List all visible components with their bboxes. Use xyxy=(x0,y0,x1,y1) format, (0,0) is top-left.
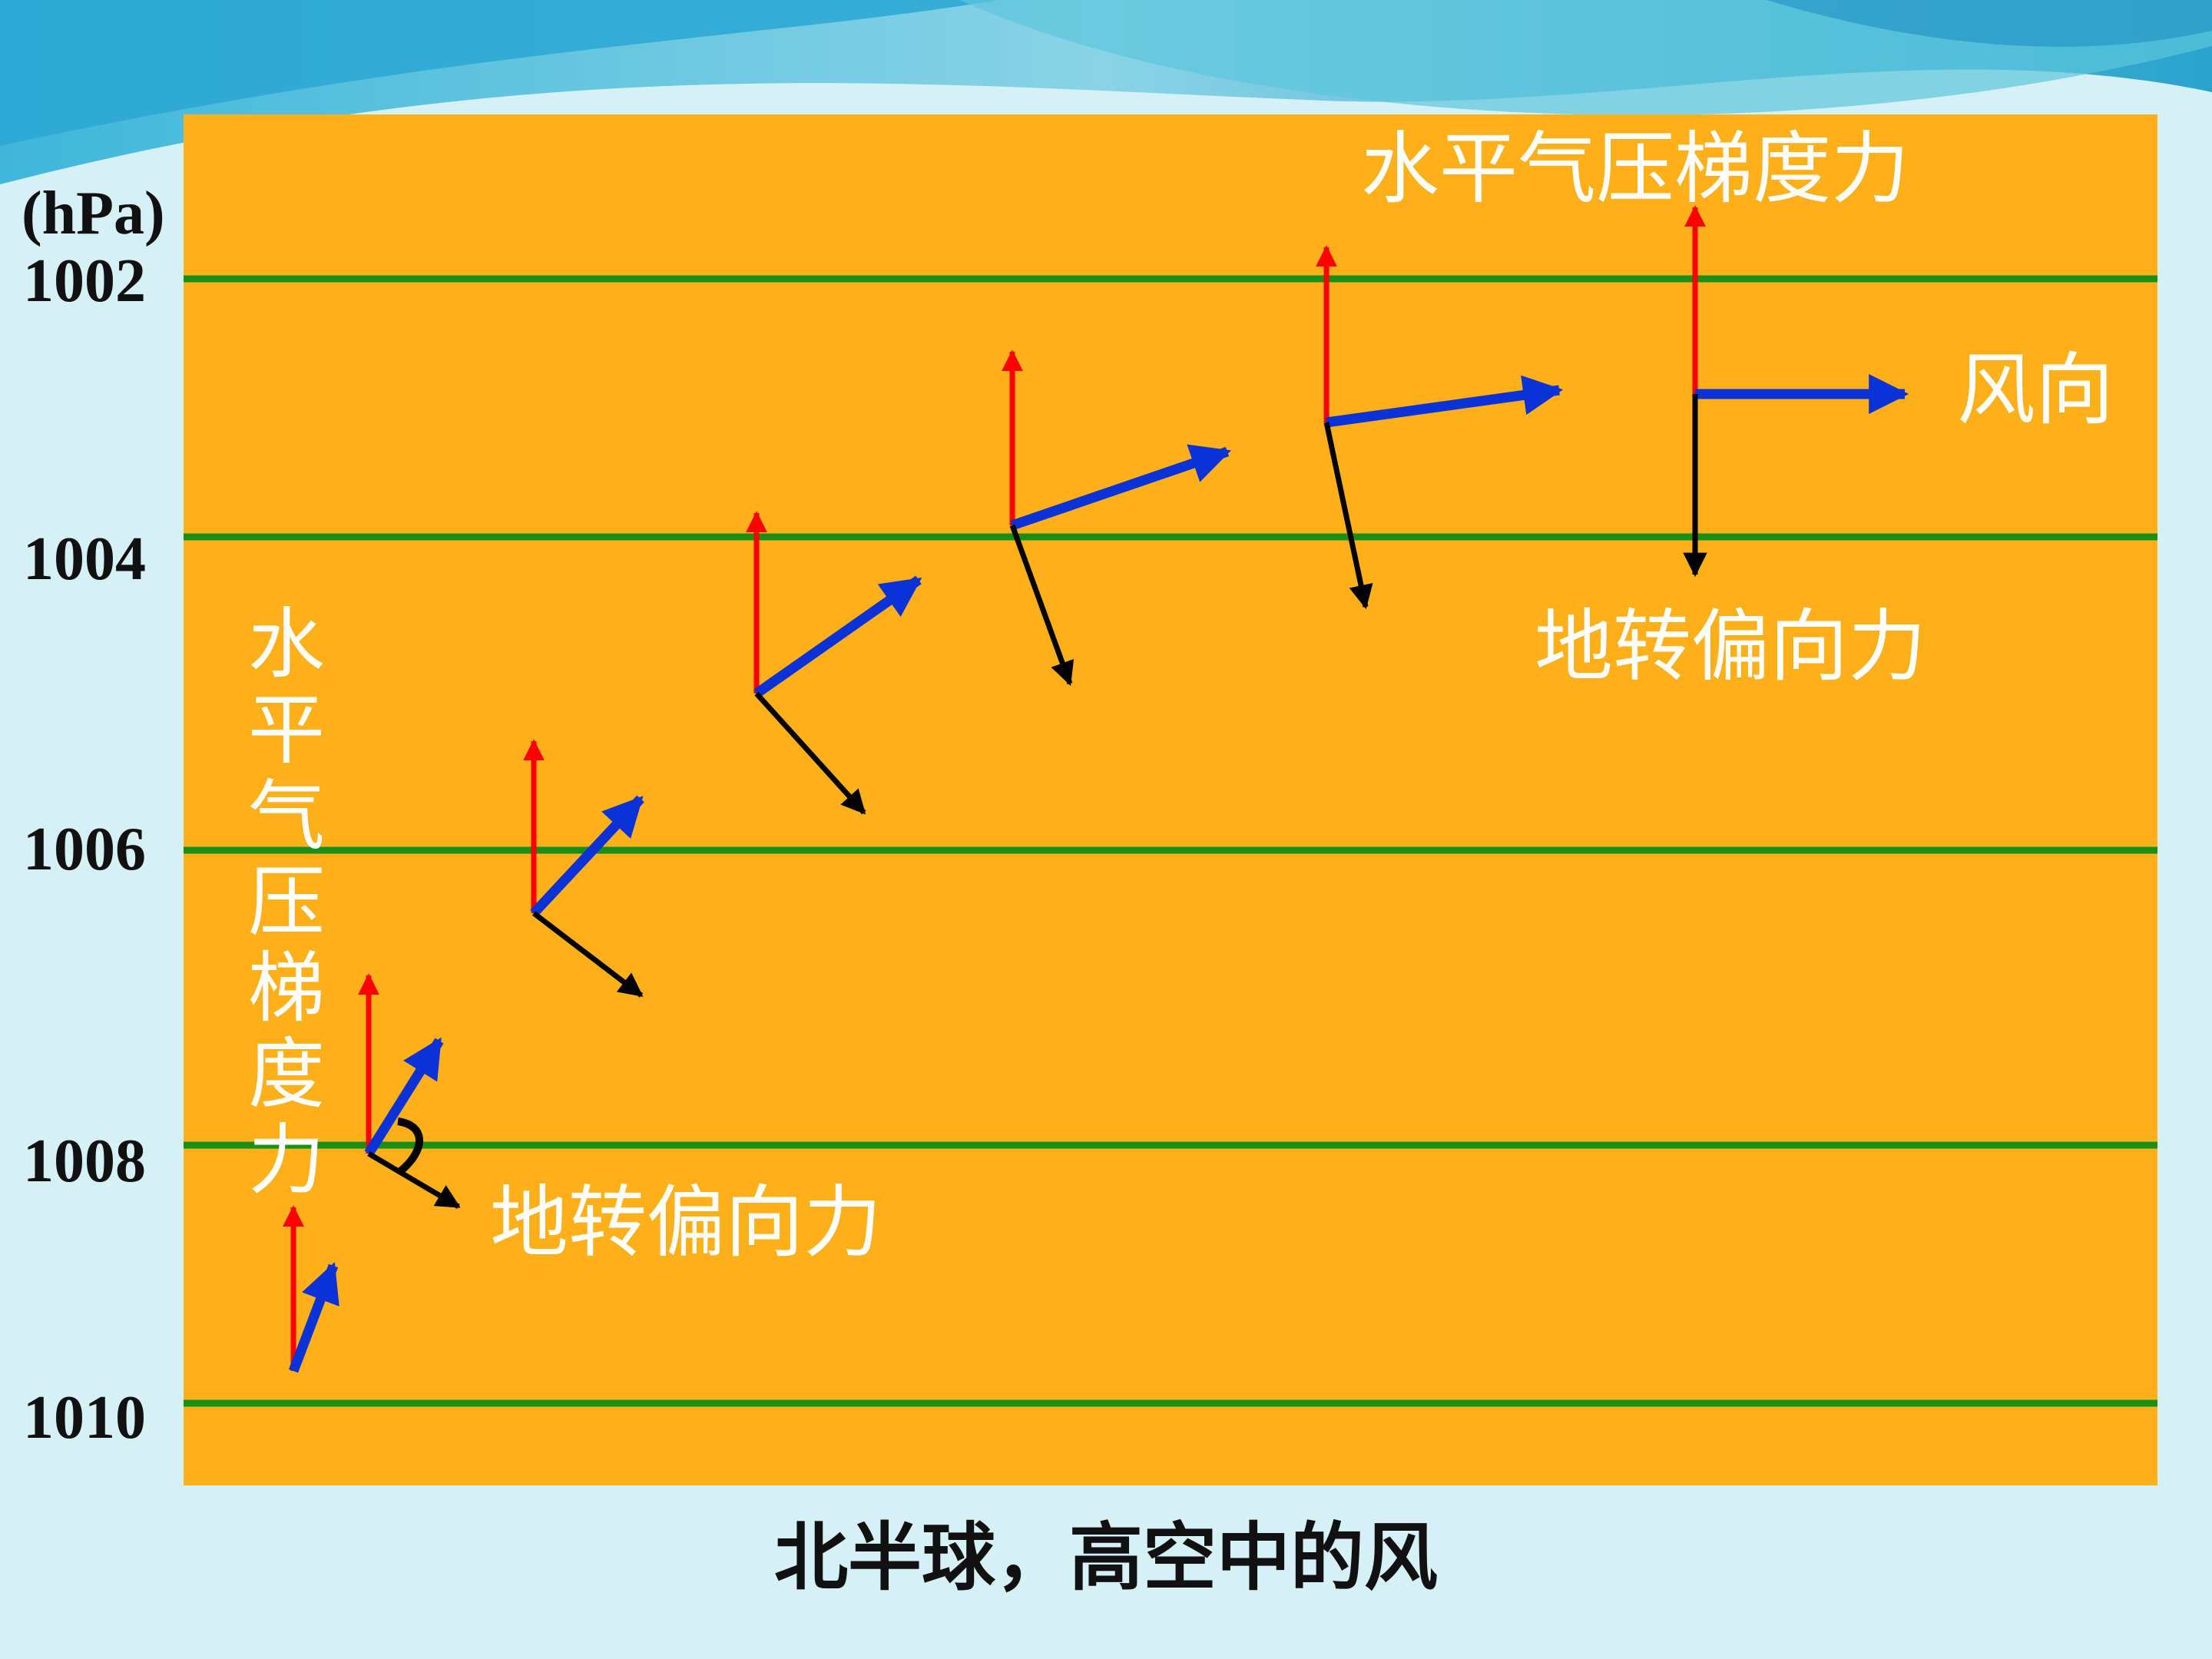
wind-arrow xyxy=(530,795,644,917)
wind-direction-label: 风向 xyxy=(1957,345,2114,436)
isobar-label-1008: 1008 xyxy=(23,1128,146,1195)
coriolis-arrow xyxy=(531,911,644,998)
coriolis-arrow xyxy=(1323,422,1373,610)
wind-arrow xyxy=(753,575,922,698)
coriolis-force-label-left: 地转偏向力 xyxy=(490,1177,882,1269)
coriolis-arrow xyxy=(1009,524,1075,686)
coriolis-arrow xyxy=(367,1151,461,1210)
pressure-unit-label: (hPa) xyxy=(22,180,165,247)
coriolis-arrow xyxy=(754,691,866,815)
diagram-panel xyxy=(184,114,2157,1485)
wind-arrow xyxy=(1326,375,1564,428)
pressure-gradient-force-vertical-label: 水平气压梯度力 xyxy=(248,599,325,1205)
angle-arc xyxy=(396,1118,423,1175)
coriolis-force-label: 地转偏向力 xyxy=(1535,601,1926,693)
isobar-label-1004: 1004 xyxy=(23,525,146,593)
isobar-label-1002: 1002 xyxy=(23,247,146,315)
wind-arrow xyxy=(1010,444,1231,531)
diagram-caption: 北半球，高空中的风 xyxy=(774,1515,1438,1601)
wind-arrow xyxy=(288,1262,339,1373)
wind-arrow xyxy=(364,1037,444,1157)
isobar-label-1006: 1006 xyxy=(23,816,146,883)
pressure-gradient-force-label: 水平气压梯度力 xyxy=(1361,124,1909,215)
isobar-label-1010: 1010 xyxy=(23,1384,146,1452)
